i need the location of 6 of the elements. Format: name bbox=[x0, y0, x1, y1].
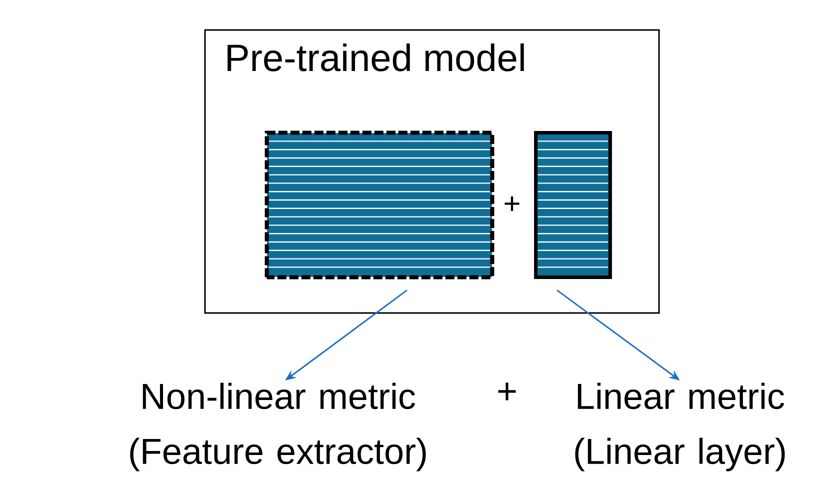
metric-label: Linear metric (Linear layer) bbox=[575, 382, 785, 472]
plus-sign: + bbox=[504, 196, 520, 212]
layer-block bbox=[264, 130, 494, 280]
metric-label: Non-linear metric (Feature extractor) bbox=[130, 382, 426, 472]
plus-sign: + bbox=[498, 382, 516, 400]
layer-block bbox=[534, 131, 612, 279]
